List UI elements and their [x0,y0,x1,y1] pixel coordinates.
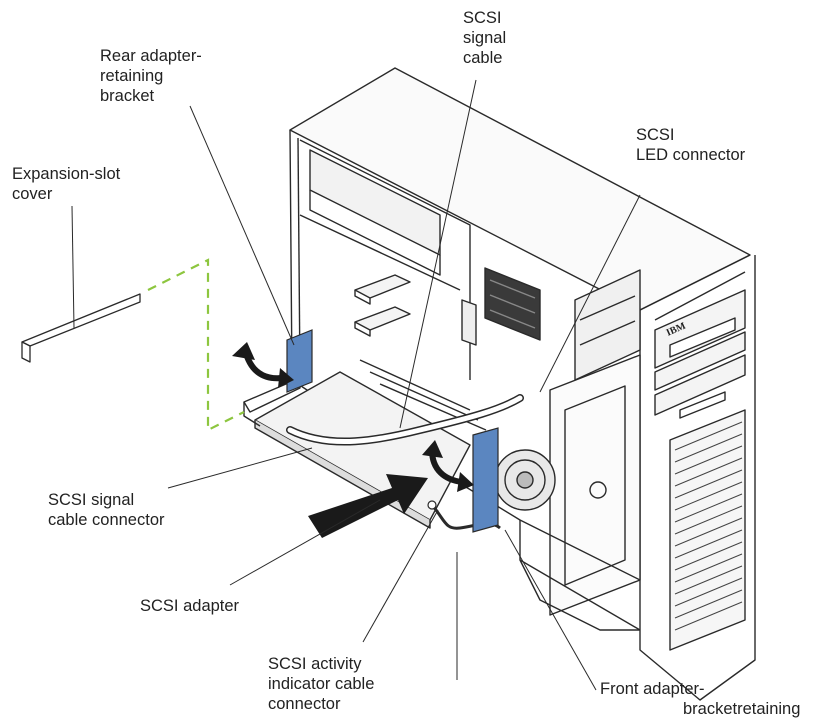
slot-guide-dashed [147,258,245,432]
server-chassis [289,67,756,701]
label-scsi-activity-indicator-cable-connector: SCSI activity indicator cable connector [268,655,375,713]
rear-adapter-retaining-bracket [286,329,313,393]
insertion-arrow [308,474,428,538]
label-expansion-slot-cover: Expansion-slot cover [12,165,121,203]
leader-lines [71,79,641,691]
front-grille-lines [674,421,743,631]
label-front-adapter-retaining-bracket: Front adapter- bracketretaining [600,680,801,718]
label-scsi-signal-cable-connector: SCSI signal cable connector [48,491,165,529]
label-rear-adapter-retaining-bracket: Rear adapter- retaining bracket [100,47,202,105]
rotate-arrow-rear [232,342,294,388]
front-adapter-retaining-bracket [472,427,499,533]
label-scsi-signal-cable: SCSI signal cable [463,9,507,67]
expansion-slot-cover [21,293,141,363]
label-scsi-led-connector: SCSI LED connector [636,126,746,164]
label-scsi-adapter: SCSI adapter [140,597,240,615]
rotate-arrow-front [422,440,474,492]
